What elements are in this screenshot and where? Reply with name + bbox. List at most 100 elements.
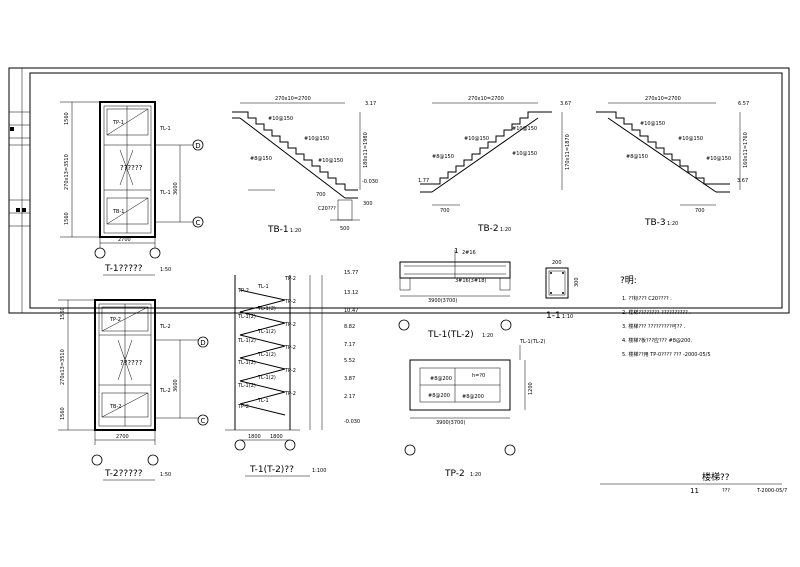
elev-v7: 2.17 (344, 394, 355, 400)
elev-v4: 7.17 (344, 342, 355, 348)
tl-scale: 1:20 (482, 333, 493, 339)
axis-right-t1 (149, 247, 161, 259)
title-t1: T-1????? (104, 264, 143, 274)
plan-t2 (58, 299, 205, 445)
tp-axis-right (504, 444, 516, 456)
tb1-section (232, 102, 361, 221)
left-dim-t1-c: 1560 (64, 212, 70, 225)
elev-lbl-l4: TL-1(2) (237, 383, 256, 389)
elev-lbl-r0: TP-2 (284, 276, 296, 282)
tl-title: TL-1(TL-2) (427, 330, 474, 340)
tb3-rebar-c: #8@150 (626, 154, 648, 160)
tb1-top-dim: 270x10=2700 (275, 96, 311, 102)
elev-lbl-r5: TL-1(2) (257, 329, 276, 335)
elev-lbl-r4: TP-2 (284, 322, 296, 328)
plan-t1 (60, 101, 200, 248)
tb2-rebar-a: #10@150 (512, 126, 537, 132)
tb3-section (596, 102, 741, 206)
tl-mid-rebar: 3#16(3#18) (455, 278, 486, 284)
left-dim-t2-b: 270x13=3510 (60, 349, 66, 385)
right-dim-t2: 3600 (173, 379, 179, 392)
tb1-dim-300: 300 (363, 201, 373, 207)
left-dim-t1-a: 1560 (64, 112, 70, 125)
tb2-rebar-d: #10@150 (512, 151, 537, 157)
axis-right-t2 (147, 454, 159, 466)
tb3-rebar-b: #10@150 (678, 136, 703, 142)
elev-lbl-l2: TL-1(2) (237, 338, 256, 344)
elev-v3: 8.82 (344, 324, 355, 330)
title-block-name: 楼梯?? (702, 471, 730, 483)
tl-label-t1b: TL-1 (159, 190, 171, 196)
tb3-scale: 1:20 (667, 221, 678, 227)
elev-lbl-l3: TL-1(2) (237, 360, 256, 366)
tl-label-t1: TL-1 (159, 126, 171, 132)
elev-v6: 3.87 (344, 376, 355, 382)
tb3-rebar-a: #10@150 (640, 121, 665, 127)
tb1-side-dim: 180x11=1980 (363, 132, 369, 168)
elev-lbl-r2: TP-2 (284, 299, 296, 305)
note-4: 4. 楼梯?板???应??? #8@200. (622, 337, 692, 344)
right-dim-t1: 3600 (173, 182, 179, 195)
tl-label-t2b: TL-2 (159, 388, 171, 394)
note-1: 1. ??标??? C20???? . (622, 295, 672, 302)
tb3-title: TB-3 (644, 218, 666, 228)
elev-lbl-r11: TL-1 (257, 398, 269, 404)
tp-section-drawing (409, 345, 526, 419)
tb3-elev-bot: 3.67 (737, 178, 748, 184)
axis-d-t1 (192, 139, 204, 151)
tb1-scale: 1:20 (290, 228, 301, 234)
tl-label-t2: TL-2 (159, 324, 171, 330)
note-2: 2. 楼梯???????? ?????????? . (622, 309, 691, 316)
elev-lbl-l1: TL-1(2) (237, 314, 256, 320)
tb1-title: TB-1 (267, 225, 289, 235)
updown-label-t1: ?????? (120, 164, 143, 172)
elev-axis-right (284, 439, 296, 451)
tb1-bottom-dim: 700 (316, 192, 326, 198)
elev-v0: 15.77 (344, 270, 358, 276)
tb1-rebar-b: #10@150 (304, 136, 329, 142)
elev-dim-a: 1800 (248, 434, 261, 440)
elev-axis-left (234, 439, 246, 451)
tp-span: 3900(3700) (436, 420, 465, 426)
note-3: 3. 楼梯??? ?????????可?? . (622, 323, 686, 330)
tb1-rebar-c: #8@150 (250, 156, 272, 162)
axis-left-t2 (91, 454, 103, 466)
tp-axis-left (404, 444, 416, 456)
tb2-bottom-dim: 700 (440, 208, 450, 214)
title-block-num: 11 (690, 487, 699, 495)
one-dim-w: 200 (552, 260, 562, 266)
left-dim-t2-c: 1560 (60, 407, 66, 420)
tb2-elev-top: 3.67 (560, 101, 571, 107)
one-title: 1-1 (546, 311, 561, 321)
elev-lbl-r3: TL-1(2) (257, 306, 276, 312)
tb2-top-dim: 270x10=2700 (468, 96, 504, 102)
tb1-foot: C20??? (318, 206, 336, 212)
tb3-bottom-dim: 700 (695, 208, 705, 214)
title-block-drawing-no: T-2000-05/7 (756, 488, 787, 494)
elev-v1: 13.12 (344, 290, 358, 296)
elev-lbl-r8: TP-2 (284, 368, 296, 374)
tp-side: 1200 (528, 382, 534, 395)
elev-lbl-l0: TP-2 (237, 288, 249, 294)
title-t2: T-2????? (104, 469, 143, 479)
tp-rebar-b: #8@200 (462, 394, 484, 400)
tb-label-t2: TB-2 (109, 404, 121, 410)
tl-section-mark: 1 (454, 247, 458, 255)
elev-v5: 5.52 (344, 358, 355, 364)
elev-v8: -0.030 (344, 419, 360, 425)
elevation-drawing (225, 275, 323, 441)
one-section-drawing (545, 267, 569, 299)
inner-frame (29, 72, 783, 309)
tp-h: h=?0 (472, 373, 485, 379)
elev-lbl-r10: TP-2 (284, 391, 296, 397)
one-dim-h: 300 (574, 277, 580, 287)
elev-lbl-r1: TL-1 (257, 284, 269, 290)
elev-dim-b: 1800 (270, 434, 283, 440)
tb-label-t1: TB-1 (112, 209, 124, 215)
scale-t2: 1:50 (160, 472, 171, 478)
elev-lbl-l5: TP-2 (237, 404, 249, 410)
tb3-elev-top: 6.57 (738, 101, 749, 107)
updown-label-t2: ?????? (120, 359, 143, 367)
tp-scale: 1:20 (470, 472, 481, 478)
tb1-dim-500: 500 (340, 226, 350, 232)
